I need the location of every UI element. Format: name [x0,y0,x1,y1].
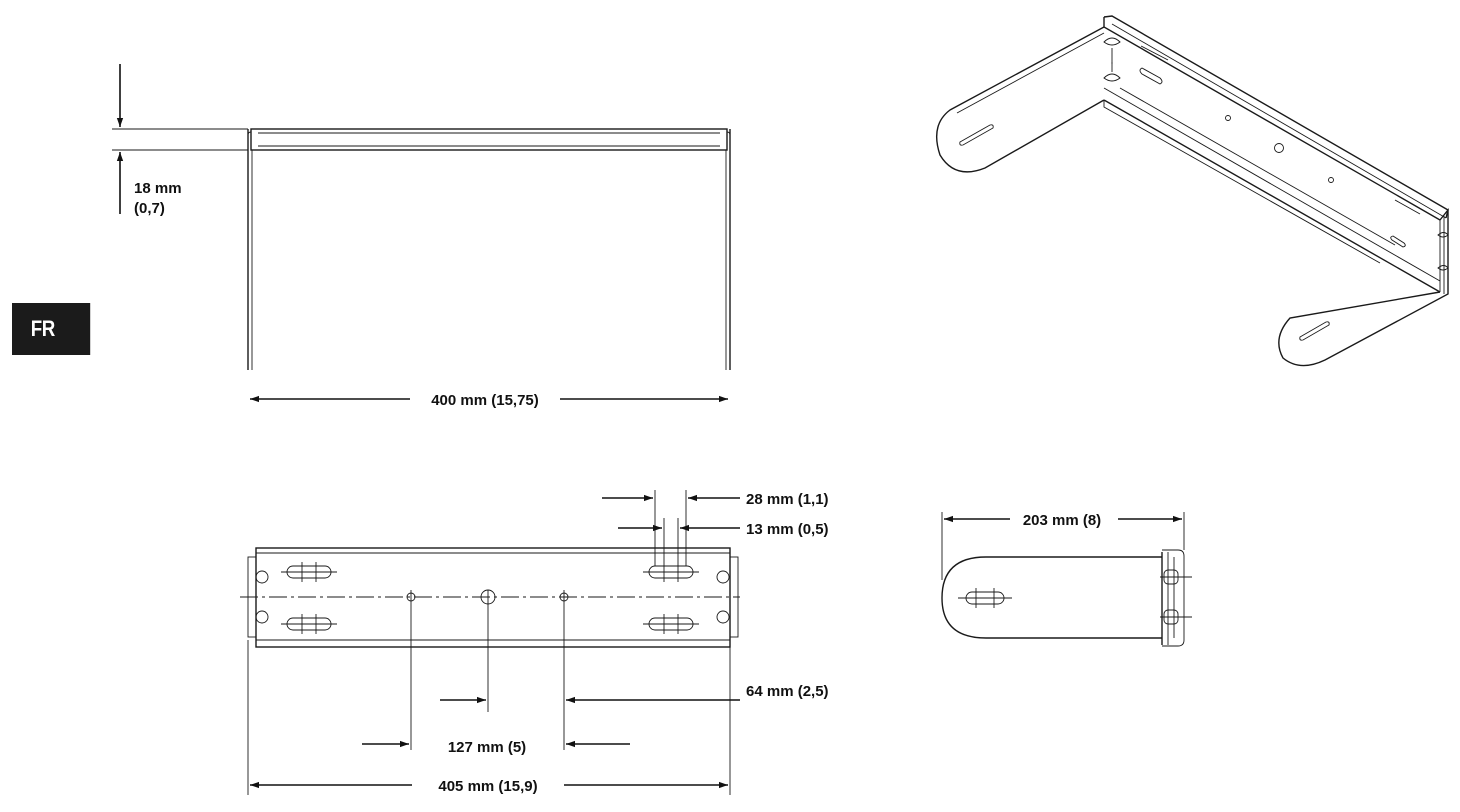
thickness-in-label: (0,7) [134,200,165,217]
thickness-mm-label: 18 mm [134,180,182,197]
dim-64-label: 64 mm (2,5) [746,683,829,700]
dim-127-label: 127 mm (5) [448,739,526,756]
side-plate-outline [941,556,1162,639]
width-400-label: 400 mm (15,75) [431,392,539,409]
left-side-plate [936,26,1105,173]
right-side-plate [1278,208,1449,367]
right-plate-slot [1299,321,1330,341]
left-plate-slot [959,124,994,146]
dim-203-label: 203 mm (8) [1023,512,1101,529]
bracket-top-bar [250,128,728,151]
dim-28-label: 28 mm (1,1) [746,491,829,508]
front-view: 18 mm (0,7) 400 mm (15,75) [112,64,731,409]
isometric-view [936,15,1449,367]
dim-13-label: 13 mm (0,5) [746,521,829,538]
side-view: 203 mm (8) [941,512,1192,647]
language-tab: FR [12,303,91,355]
top-view: 28 mm (1,1) 13 mm (0,5) 64 mm (2,5) 127 … [240,490,829,795]
dim-405-label: 405 mm (15,9) [438,778,537,795]
